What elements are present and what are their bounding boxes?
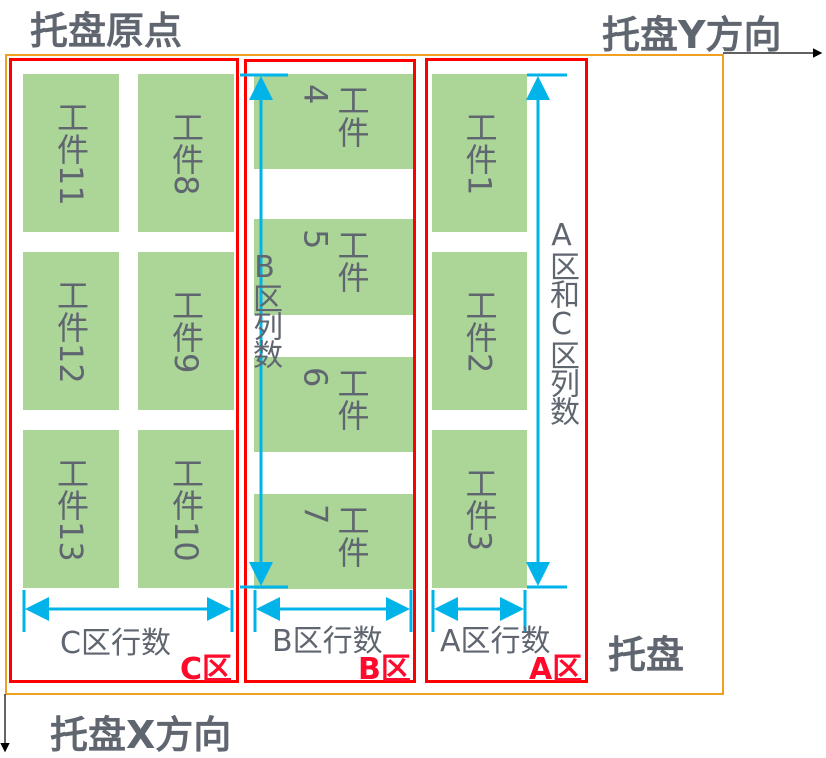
zone-c (9, 58, 239, 683)
workpiece-4: 工件4 (254, 74, 413, 169)
workpiece-label: 工件10 (167, 456, 205, 562)
workpiece-10: 工件10 (138, 430, 234, 588)
zone-a (425, 58, 588, 683)
ac-cols-label: A区和C区列数 (544, 218, 579, 424)
workpiece-label: 工件12 (52, 278, 90, 384)
workpiece-1: 工件1 (432, 74, 527, 232)
workpiece-label: 工件3 (460, 466, 499, 552)
workpiece-label: 工件7 (296, 503, 371, 568)
b-rows-label: B区行数 (272, 624, 383, 659)
a-rows-label: A区行数 (440, 624, 551, 659)
workpiece-6: 工件6 (254, 357, 413, 452)
zone-a-label: A区 (529, 652, 583, 687)
x-direction-label: 托盘X方向 (50, 713, 232, 757)
workpiece-7: 工件7 (254, 494, 413, 589)
b-cols-label: B区列数 (247, 250, 282, 367)
workpiece-13: 工件13 (23, 430, 119, 588)
workpiece-label: 工件5 (296, 229, 371, 293)
zone-c-label: C区 (180, 652, 233, 687)
workpiece-label: 工件2 (460, 288, 499, 374)
workpiece-2: 工件2 (432, 252, 527, 410)
workpiece-8: 工件8 (138, 74, 234, 232)
pallet-label: 托盘 (608, 633, 685, 677)
zone-b-label: B区 (358, 652, 411, 687)
workpiece-label: 工件9 (167, 288, 205, 374)
workpiece-9: 工件9 (138, 252, 234, 410)
pallet-outline (5, 54, 724, 695)
workpiece-label: 工件6 (296, 366, 371, 431)
workpiece-5: 工件5 (254, 219, 413, 315)
workpiece-label: 工件11 (52, 100, 90, 206)
workpiece-label: 工件4 (296, 83, 371, 148)
workpiece-label: 工件1 (460, 110, 499, 196)
workpiece-12: 工件12 (23, 252, 119, 410)
workpiece-label: 工件13 (52, 456, 90, 562)
c-rows-label: C区行数 (60, 626, 171, 661)
zone-b (244, 59, 416, 683)
origin-label: 托盘原点 (30, 9, 183, 53)
y-direction-label: 托盘Y方向 (602, 13, 782, 57)
workpiece-11: 工件11 (23, 74, 119, 232)
workpiece-3: 工件3 (432, 430, 527, 588)
workpiece-label: 工件8 (167, 110, 205, 196)
